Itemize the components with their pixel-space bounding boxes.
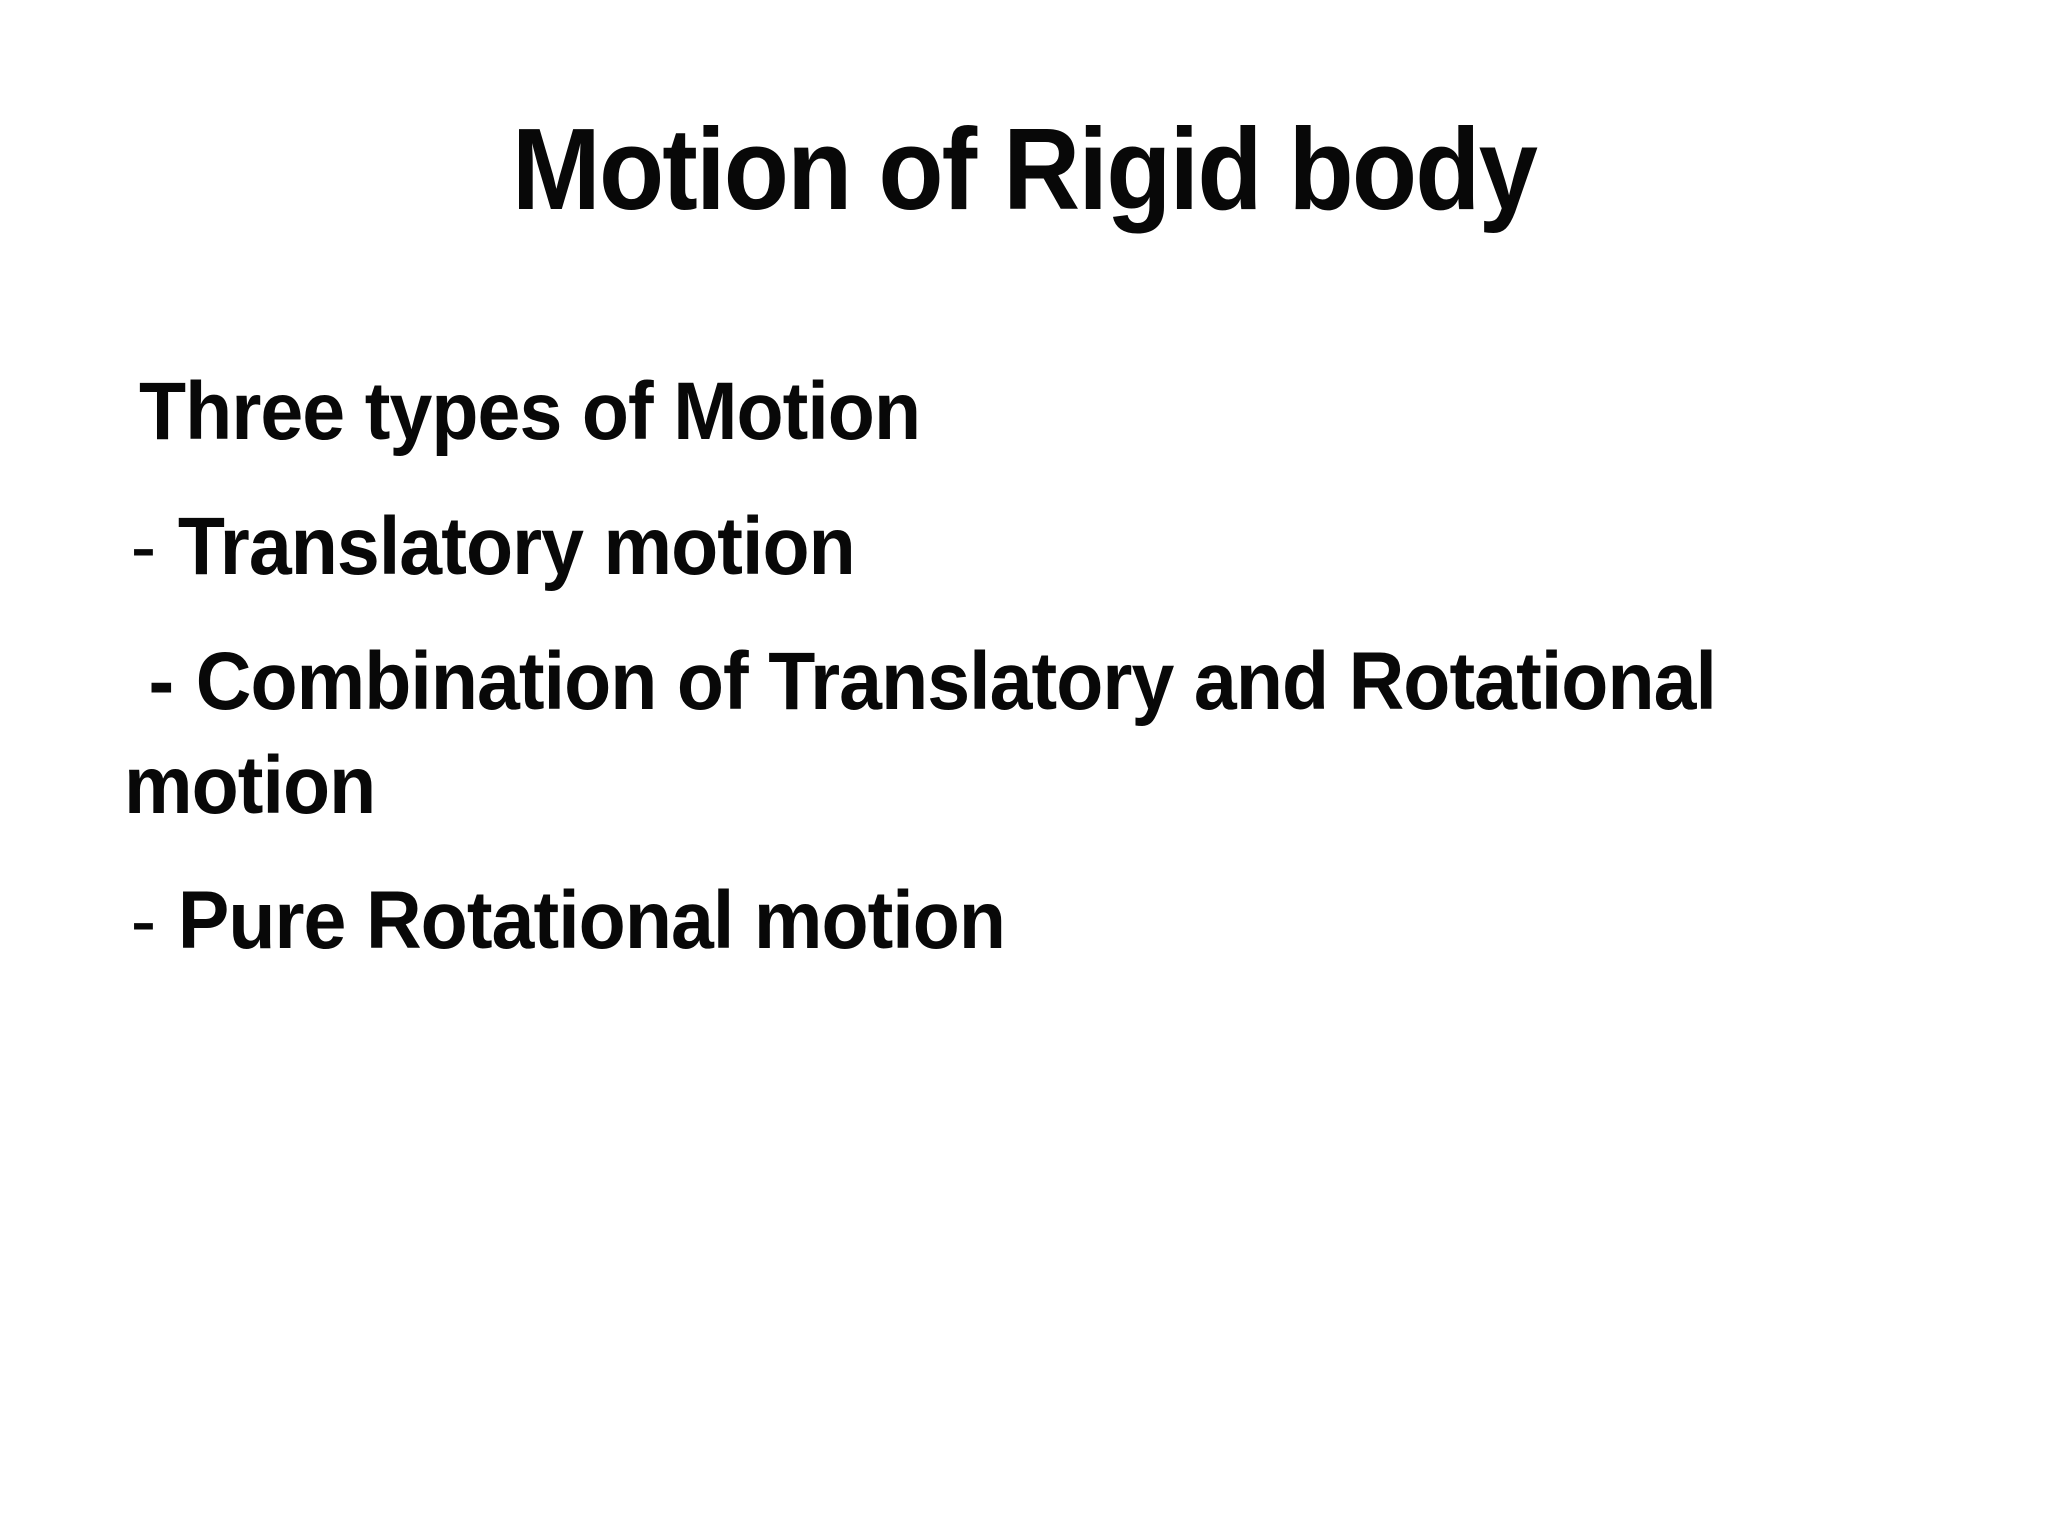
slide-body: Three types of Motion -Translatory motio… [124,360,1717,973]
bullet-dash: - [130,875,157,966]
bullet-dash: - [130,501,157,592]
bullet-text: Combination of Translatory and Rotationa… [195,636,1717,727]
bullet-combination-line1: -Combination of Translatory and Rotation… [124,630,1717,734]
bullet-text: Pure Rotational motion [177,875,1006,966]
body-heading-line: Three types of Motion [124,360,1716,464]
bullet-combination-line2: motion [124,734,1716,838]
bullet-text-wrapped: motion [124,740,376,831]
slide-title: Motion of Rigid body [511,104,1538,234]
bullet-dash: - [148,636,174,727]
heading-text: Three types of Motion [139,366,921,457]
bullet-text: Translatory motion [177,501,856,592]
bullet-pure-rotational: -Pure Rotational motion [124,869,1716,973]
bullet-translatory: -Translatory motion [124,495,1716,599]
